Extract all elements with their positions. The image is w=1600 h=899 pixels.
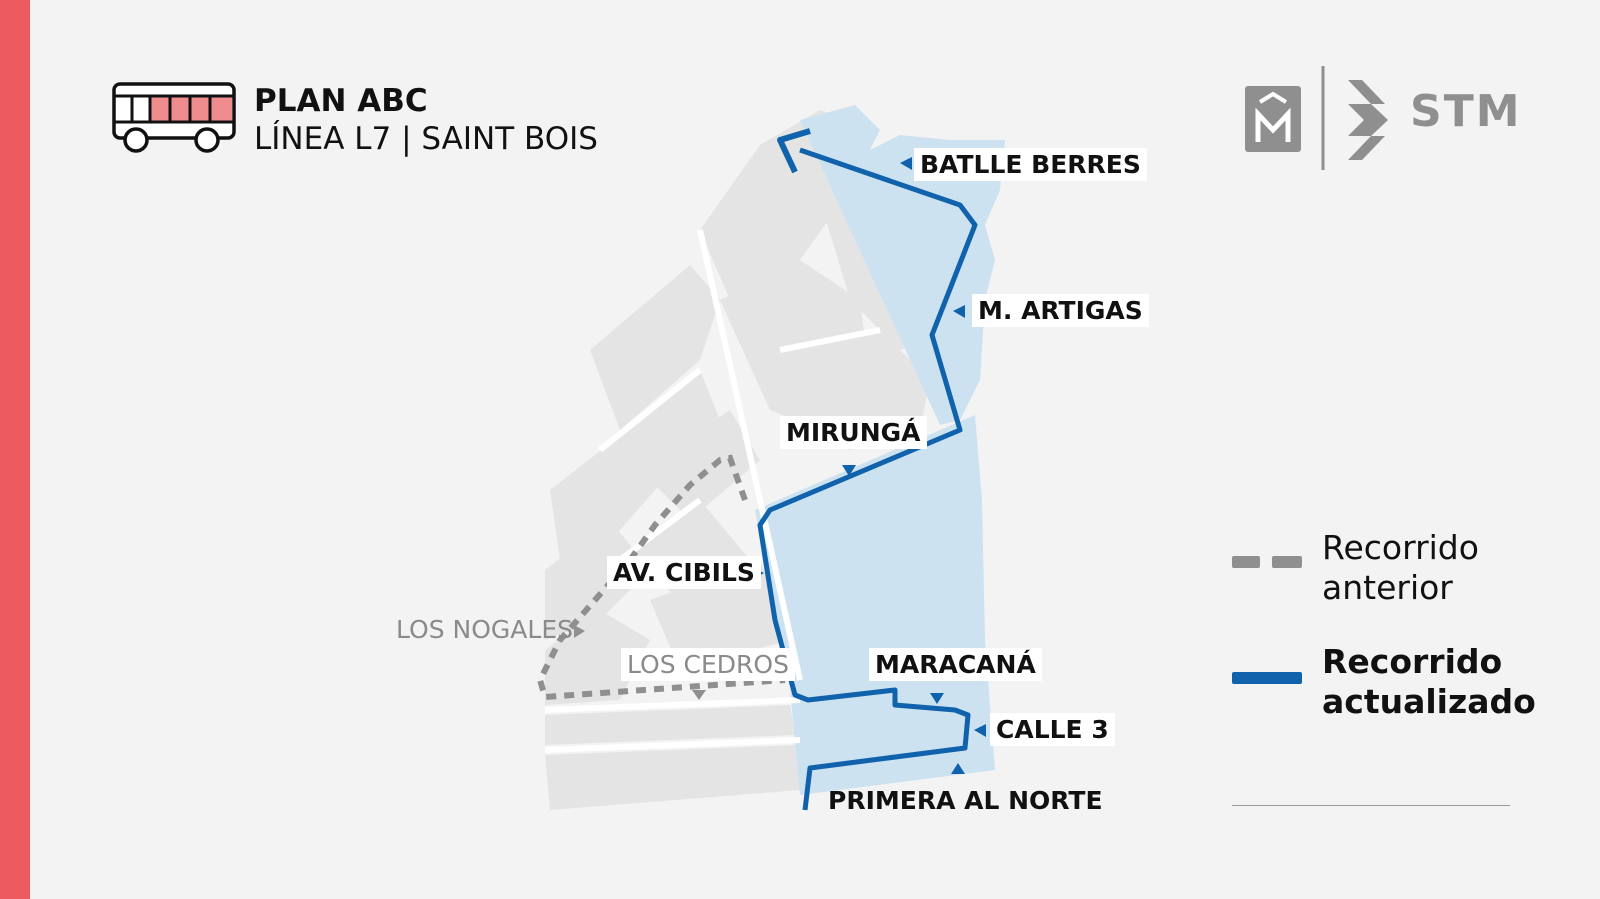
stop-label-av-cibils: AV. CIBILS [607, 556, 761, 589]
legend-item-updated: Recorrido actualizado [1232, 642, 1536, 721]
stop-marker-mirunga [842, 465, 856, 476]
stop-label-mirunga: MIRUNGÁ [780, 416, 927, 449]
stop-marker-los-nogales [574, 625, 585, 638]
logos: STM [1240, 66, 1520, 180]
bus-icon [112, 82, 236, 153]
page-title: PLAN ABC [254, 83, 428, 119]
route-direction-arrow-icon [777, 128, 811, 174]
stop-label-los-cedros: LOS CEDROS [621, 648, 795, 681]
previous-route [536, 454, 786, 701]
stop-marker-primera-al-norte [951, 763, 965, 774]
stop-label-calle-3: CALLE 3 [990, 713, 1115, 746]
legend-divider [1232, 805, 1510, 806]
legend-item-previous: Recorrido anterior [1232, 528, 1479, 607]
stop-label-primera-al-norte: PRIMERA AL NORTE [828, 786, 1103, 815]
stop-label-los-nogales: LOS NOGALES [396, 615, 573, 644]
page-subtitle: LÍNEA L7 | SAINT BOIS [254, 121, 598, 157]
stop-markers-previous [574, 625, 706, 700]
stm-brand-name: STM [1410, 86, 1522, 137]
stop-marker-m-artigas [953, 305, 965, 318]
legend-label-previous: Recorrido anterior [1322, 528, 1479, 607]
stop-marker-maracana [930, 693, 944, 704]
accent-bar [0, 0, 30, 899]
stm-chevron-icon [1348, 80, 1388, 160]
m-icon [1245, 86, 1301, 152]
legend-swatch-previous [1232, 556, 1302, 568]
stop-label-m-artigas: M. ARTIGAS [972, 294, 1149, 327]
stop-marker-los-cedros [692, 690, 706, 700]
legend-label-updated: Recorrido actualizado [1322, 642, 1536, 721]
logo-graphics [1245, 66, 1388, 170]
streets [544, 229, 881, 753]
stop-label-maracana: MARACANÁ [869, 648, 1042, 681]
updated-route [757, 147, 978, 811]
title-block: PLAN ABC LÍNEA L7 | SAINT BOIS [254, 82, 598, 158]
stop-label-batlle-berres: BATLLE BERRES [914, 148, 1147, 181]
stop-marker-batlle-berres [900, 157, 912, 170]
stop-marker-calle-3 [974, 724, 986, 737]
legend-swatch-updated [1232, 672, 1302, 684]
